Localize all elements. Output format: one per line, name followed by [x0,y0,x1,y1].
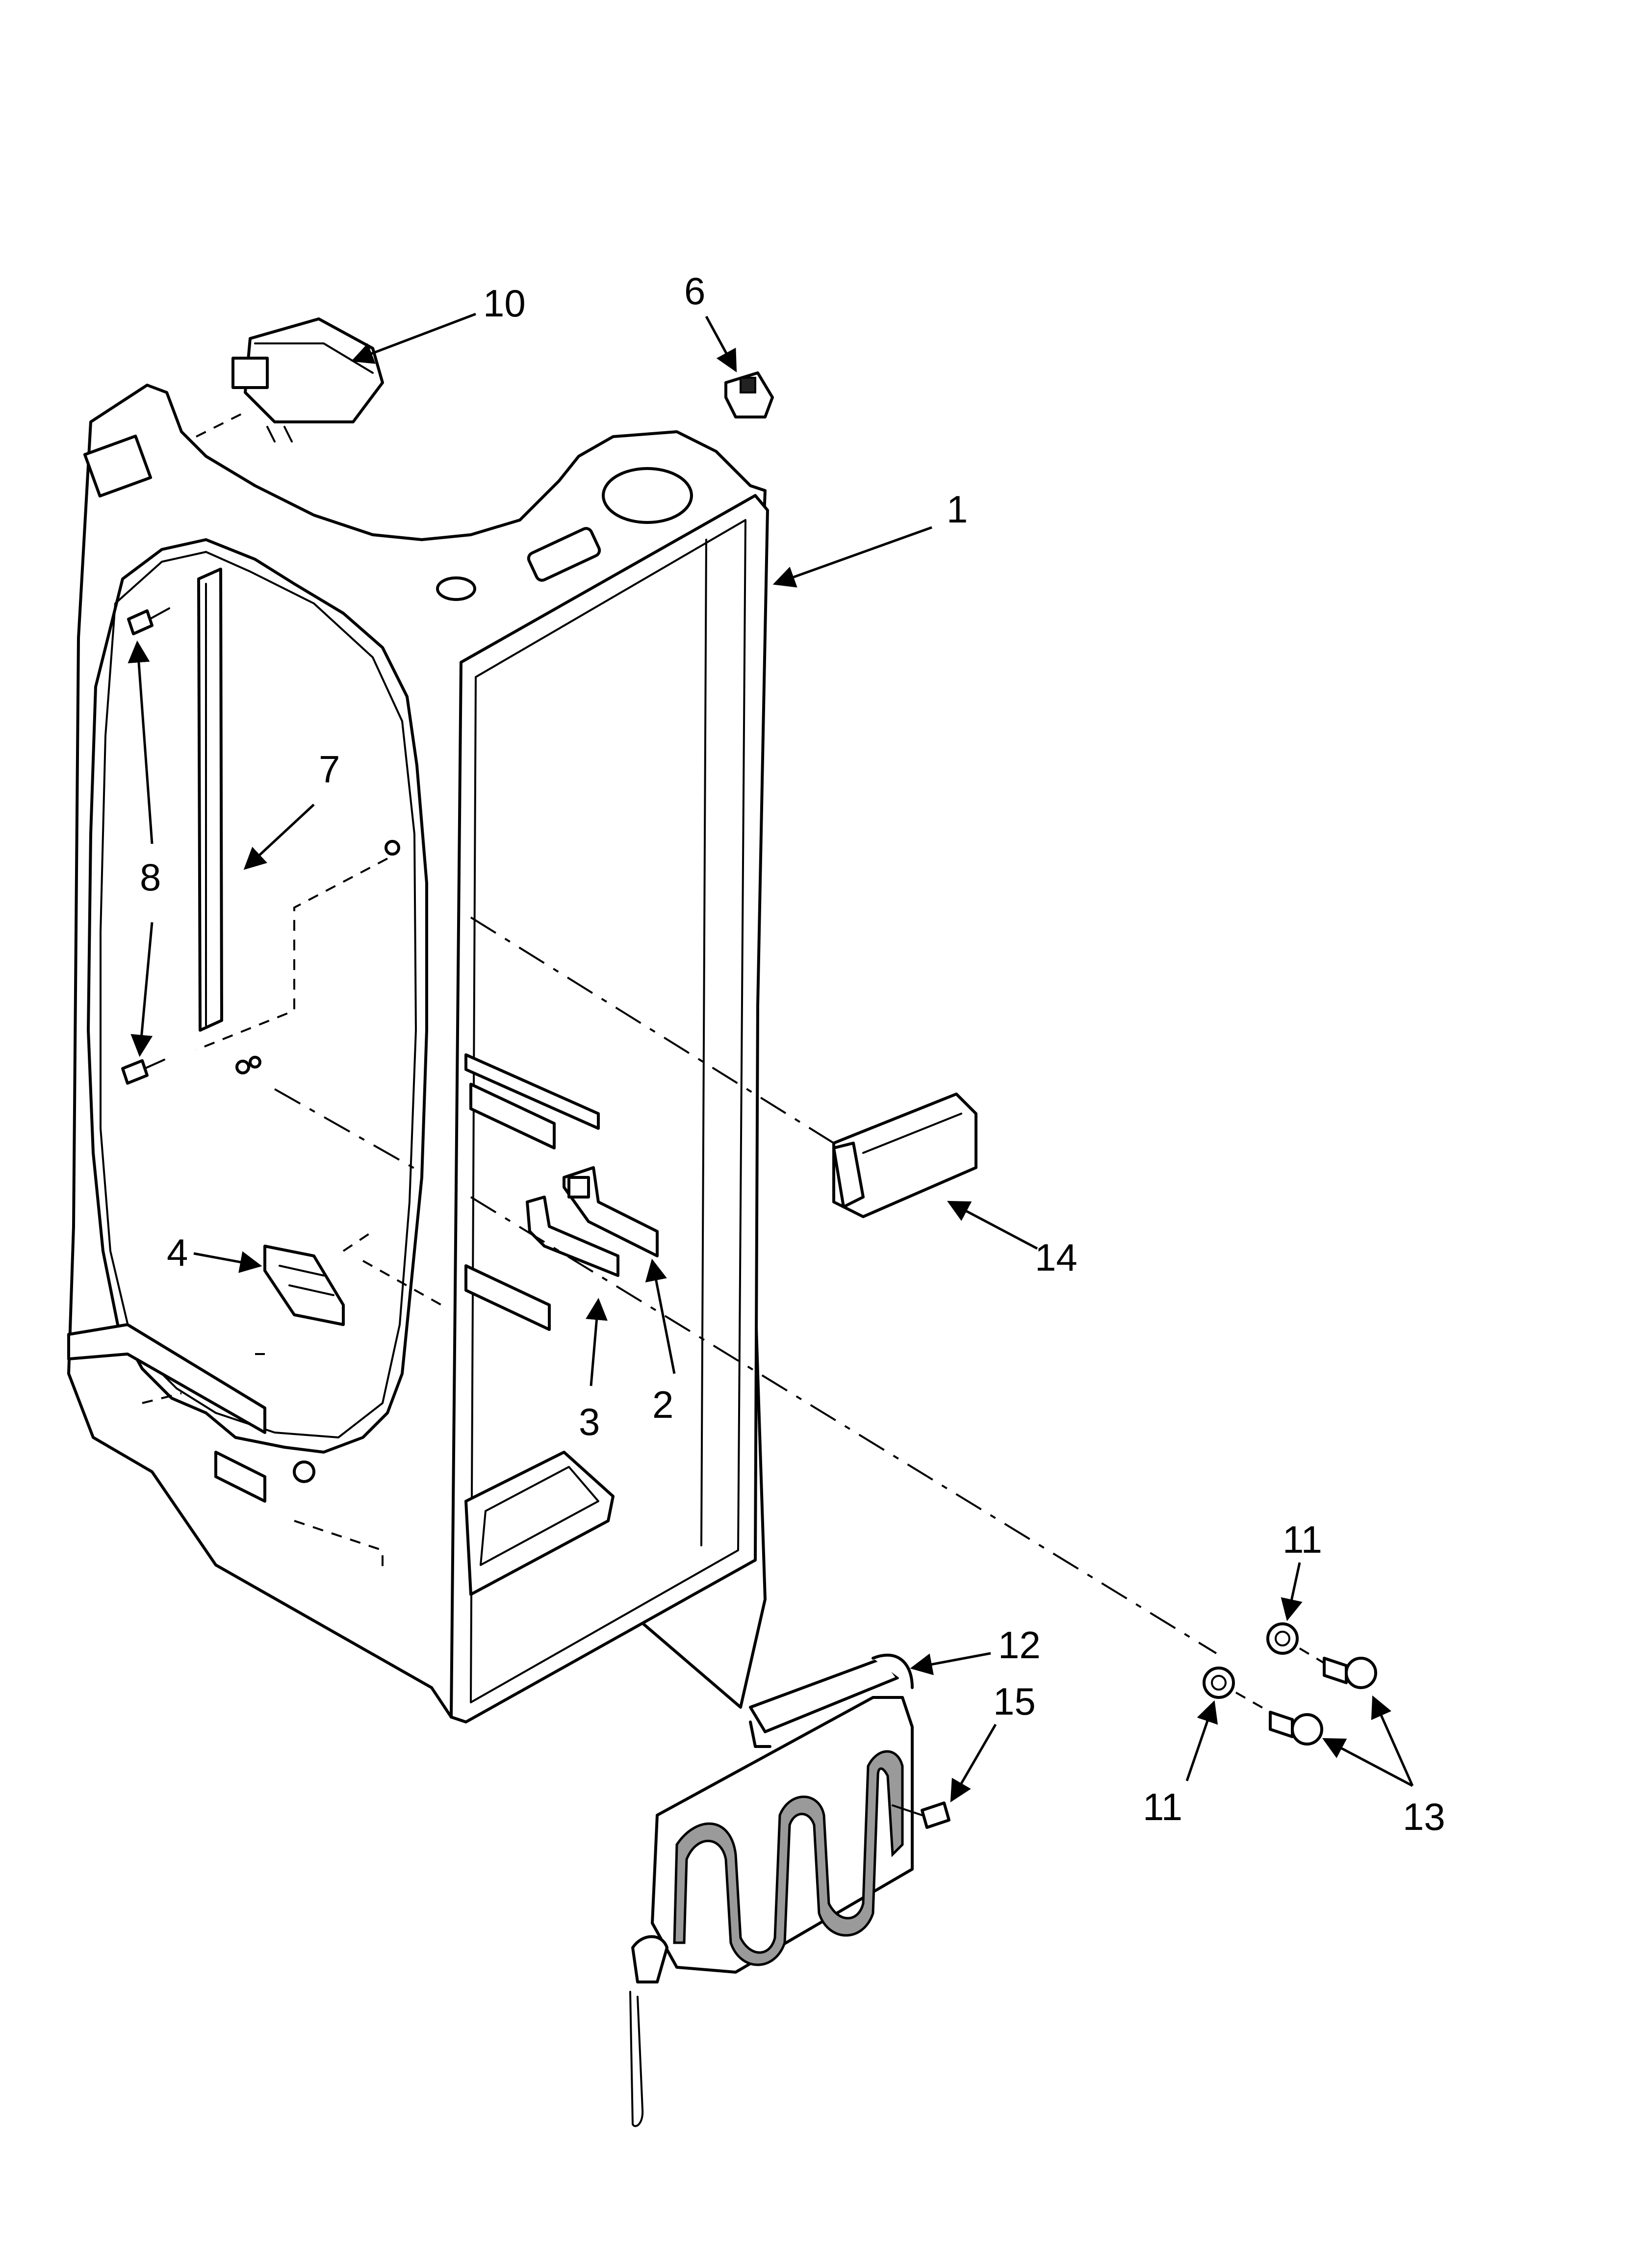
bolt-upper-part-13 [1323,1657,1377,1689]
callout-6: 6 [684,269,705,313]
nut-upper-part-11 [1266,1622,1299,1655]
clip-part-2 [563,1166,659,1257]
callout-3: 3 [579,1400,600,1443]
leader-arrows [128,313,1414,1802]
cover-part-14 [832,1093,977,1218]
assembly-lines [142,411,1325,1713]
callout-7: 7 [319,748,340,791]
callout-15: 15 [993,1680,1036,1723]
callout-labels: 1 2 3 4 6 7 8 10 11 11 12 13 14 15 [140,269,1445,1838]
callout-11-lower: 11 [1143,1785,1182,1828]
callout-10: 10 [483,282,526,325]
evaporator-coil-part-12 [629,1653,914,2127]
callout-1: 1 [947,488,968,531]
callout-14: 14 [1035,1236,1078,1279]
screw-bottom-part-8 [121,1059,165,1085]
screw-top-part-8 [127,607,170,635]
screw-part-15 [892,1801,950,1829]
control-housing-part-10 [231,317,384,443]
cabinet-liner [67,384,769,1723]
callout-8: 8 [140,856,161,899]
callout-4: 4 [167,1231,188,1274]
clip-part-6 [724,371,774,418]
callout-13: 13 [1403,1795,1445,1838]
callout-11-upper: 11 [1283,1518,1322,1561]
bracket-part-4 [263,1245,345,1326]
callout-12: 12 [998,1623,1041,1667]
callout-2: 2 [652,1383,673,1426]
bolt-lower-part-13 [1269,1711,1323,1746]
rail-part-7 [197,568,223,1032]
nut-lower-part-11 [1203,1667,1235,1699]
